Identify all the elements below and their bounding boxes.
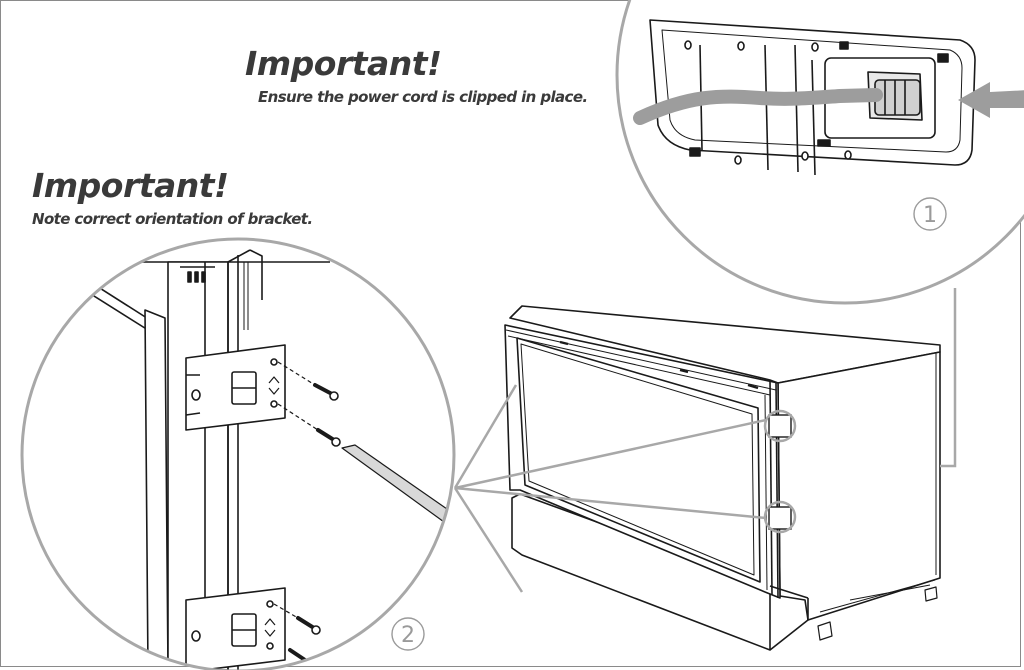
upper-bracket	[185, 344, 286, 431]
upper-screws	[277, 361, 341, 447]
step-1-badge	[913, 197, 947, 231]
important-heading-power-cord: Important!	[245, 44, 442, 83]
important-heading-bracket: Important!	[32, 166, 229, 205]
step-1-number: 1	[923, 203, 937, 228]
power-cord	[633, 88, 883, 125]
detail-callout-lines	[453, 288, 957, 593]
lower-bracket-marker	[768, 506, 792, 530]
appliance-door-panel	[516, 337, 761, 583]
detail-circle-2	[20, 237, 456, 670]
power-cord-note: Ensure the power cord is clipped in plac…	[258, 88, 588, 106]
step-2-number: 2	[401, 623, 415, 648]
bracket-detail: 2	[20, 237, 456, 670]
bracket-markers	[768, 414, 792, 530]
step-2-badge	[391, 617, 425, 651]
detail-circle-1	[615, 0, 1024, 305]
upper-bracket-marker	[768, 414, 792, 438]
lower-bracket	[185, 587, 286, 670]
bracket-orientation-note: Note correct orientation of bracket.	[32, 210, 313, 228]
lower-screws	[273, 603, 321, 662]
door-edge-panel	[144, 309, 169, 670]
appliance-side-panel	[777, 351, 941, 621]
power-cord-detail: 1	[615, 0, 1024, 305]
screwdriver	[341, 444, 454, 536]
appliance-drawing	[504, 305, 941, 651]
insert-arrow	[958, 82, 1024, 118]
